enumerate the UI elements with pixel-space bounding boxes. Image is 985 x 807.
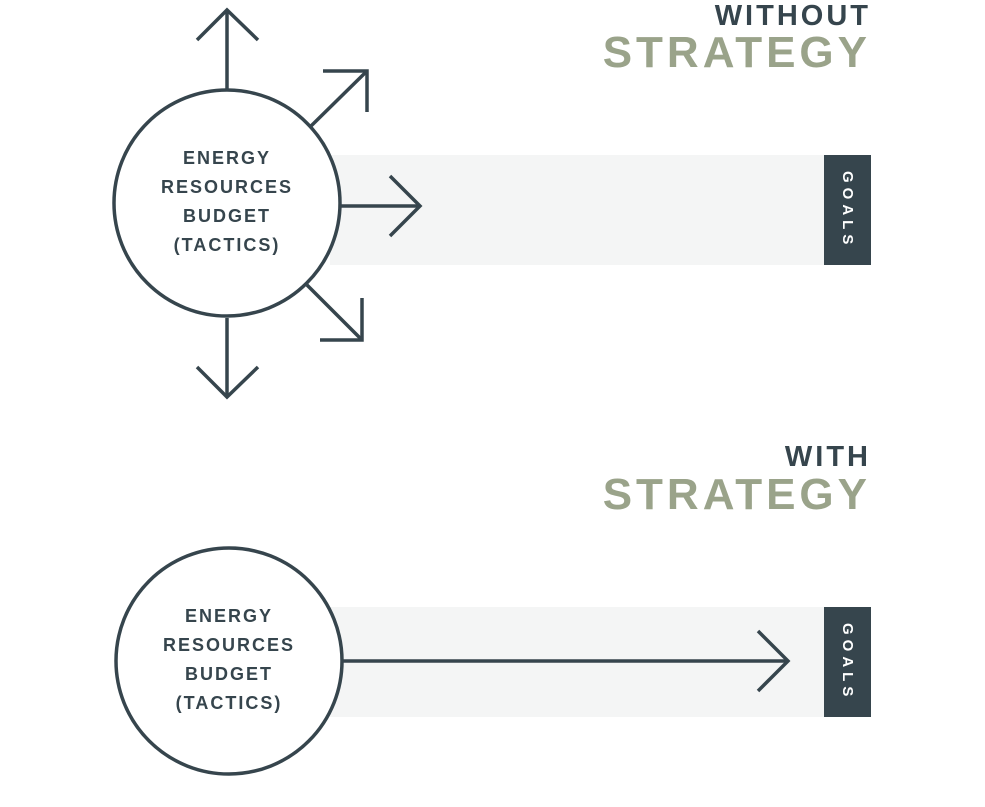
title-strategy-2: STRATEGY bbox=[602, 470, 871, 519]
circle-line: ENERGY bbox=[184, 606, 274, 626]
title-with: WITH bbox=[784, 441, 871, 473]
arrow-down-icon bbox=[195, 318, 260, 400]
goals-label: GOALS bbox=[839, 170, 856, 250]
circle-line: (TACTICS) bbox=[175, 693, 283, 713]
arrow-up-icon bbox=[195, 7, 260, 90]
circle-line: RESOURCES bbox=[160, 177, 294, 197]
circle-line: ENERGY bbox=[182, 148, 272, 168]
goals-box-without: GOALS bbox=[824, 155, 871, 265]
arrow-right-icon bbox=[340, 174, 423, 238]
arrow-to-goals-icon bbox=[342, 629, 791, 693]
path-band-without bbox=[330, 155, 824, 265]
title-without: WITHOUT bbox=[714, 0, 871, 32]
arrow-down-right-icon bbox=[305, 283, 364, 342]
circle-text-with: ENERGY RESOURCES BUDGET (TACTICS) bbox=[129, 602, 329, 718]
circle-line: (TACTICS) bbox=[173, 235, 281, 255]
title-strategy-1: STRATEGY bbox=[602, 28, 871, 77]
goals-box-with: GOALS bbox=[824, 607, 871, 717]
circle-text-without: ENERGY RESOURCES BUDGET (TACTICS) bbox=[127, 144, 327, 260]
circle-line: BUDGET bbox=[183, 206, 271, 226]
arrow-up-right-icon bbox=[308, 69, 369, 129]
circle-line: RESOURCES bbox=[162, 635, 296, 655]
goals-label: GOALS bbox=[839, 622, 856, 702]
circle-line: BUDGET bbox=[185, 664, 273, 684]
